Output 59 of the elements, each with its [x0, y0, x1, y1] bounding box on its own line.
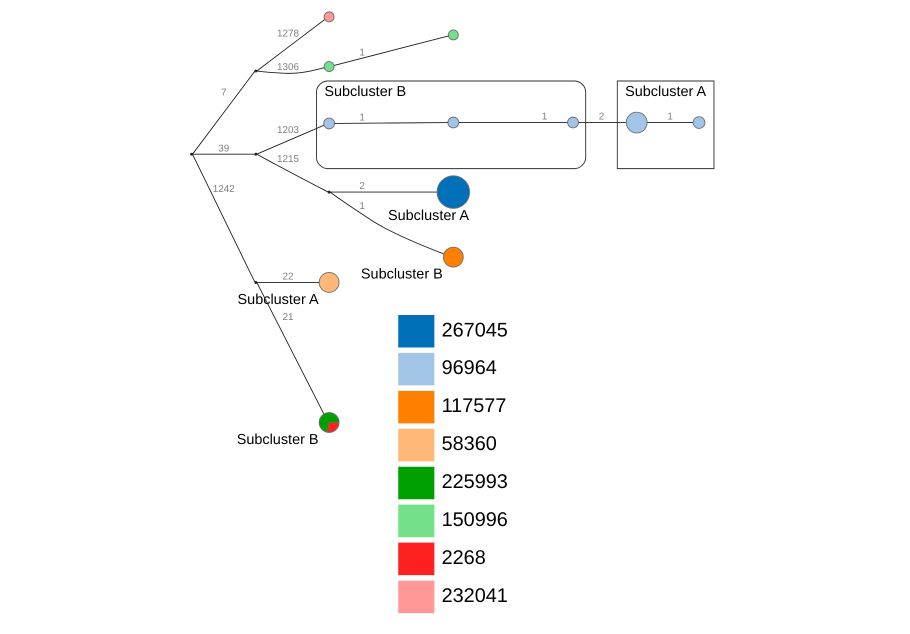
- connector: [330, 192, 444, 254]
- edge-label: 2: [598, 112, 604, 123]
- edge-label: 1: [359, 201, 365, 212]
- connector: [334, 122, 448, 124]
- legend-label: 232041: [442, 584, 508, 607]
- node-circle: [324, 61, 335, 72]
- node-circle: [442, 246, 464, 268]
- edge-label: 2: [359, 181, 365, 192]
- connector: [330, 192, 438, 193]
- connector: [256, 124, 324, 155]
- node-circle: [318, 272, 340, 293]
- connector: [256, 19, 326, 72]
- edge-label: 1278: [276, 28, 300, 40]
- edge-label: 1215: [276, 154, 300, 166]
- connector: [192, 154, 256, 155]
- legend-label: 2268: [442, 546, 486, 569]
- edge-label: 39: [218, 143, 230, 154]
- edge-label: 7: [220, 87, 226, 98]
- edge-label: 1306: [276, 62, 300, 73]
- connector: [256, 282, 324, 414]
- node-label: Subcluster B: [360, 266, 443, 283]
- connector: [578, 122, 626, 123]
- node-circle: [567, 116, 579, 128]
- legend-label: 96964: [442, 357, 497, 380]
- connector: [646, 122, 694, 123]
- edge-label: 1242: [212, 184, 235, 195]
- edge-label: 21: [282, 312, 294, 324]
- edge-label: 1: [667, 112, 673, 123]
- legend-label: 117577: [442, 395, 506, 418]
- node-label: Subcluster A: [388, 208, 470, 224]
- node-point: [254, 70, 258, 72]
- connector: [192, 70, 256, 154]
- legend-label: 225993: [442, 471, 508, 494]
- connector: [256, 154, 329, 193]
- node-point: [254, 281, 258, 284]
- edge-label: 22: [282, 272, 294, 283]
- edge-label: 1: [359, 48, 365, 59]
- node-point: [328, 190, 331, 194]
- connector: [458, 122, 568, 123]
- legend-label: 58360: [442, 433, 497, 456]
- edge-label: 1: [542, 112, 548, 123]
- edge-label: 1203: [276, 125, 300, 136]
- connector: [256, 67, 325, 74]
- node-circle: [323, 118, 335, 130]
- node-circle: [626, 112, 648, 134]
- node-circle: [436, 175, 470, 209]
- node-label: Subcluster B: [236, 432, 319, 448]
- node-circle: [692, 116, 706, 129]
- node-circle: [324, 11, 335, 22]
- legend-label: 267045: [442, 319, 508, 342]
- legend-label: 150996: [442, 509, 508, 531]
- node-circle: [448, 30, 459, 40]
- edge-label: 1: [359, 112, 365, 124]
- connector: [256, 282, 320, 283]
- node-point: [190, 152, 194, 156]
- node-point: [254, 152, 258, 156]
- node-circle: [447, 116, 460, 128]
- connector: [334, 35, 449, 66]
- connector: [192, 154, 256, 283]
